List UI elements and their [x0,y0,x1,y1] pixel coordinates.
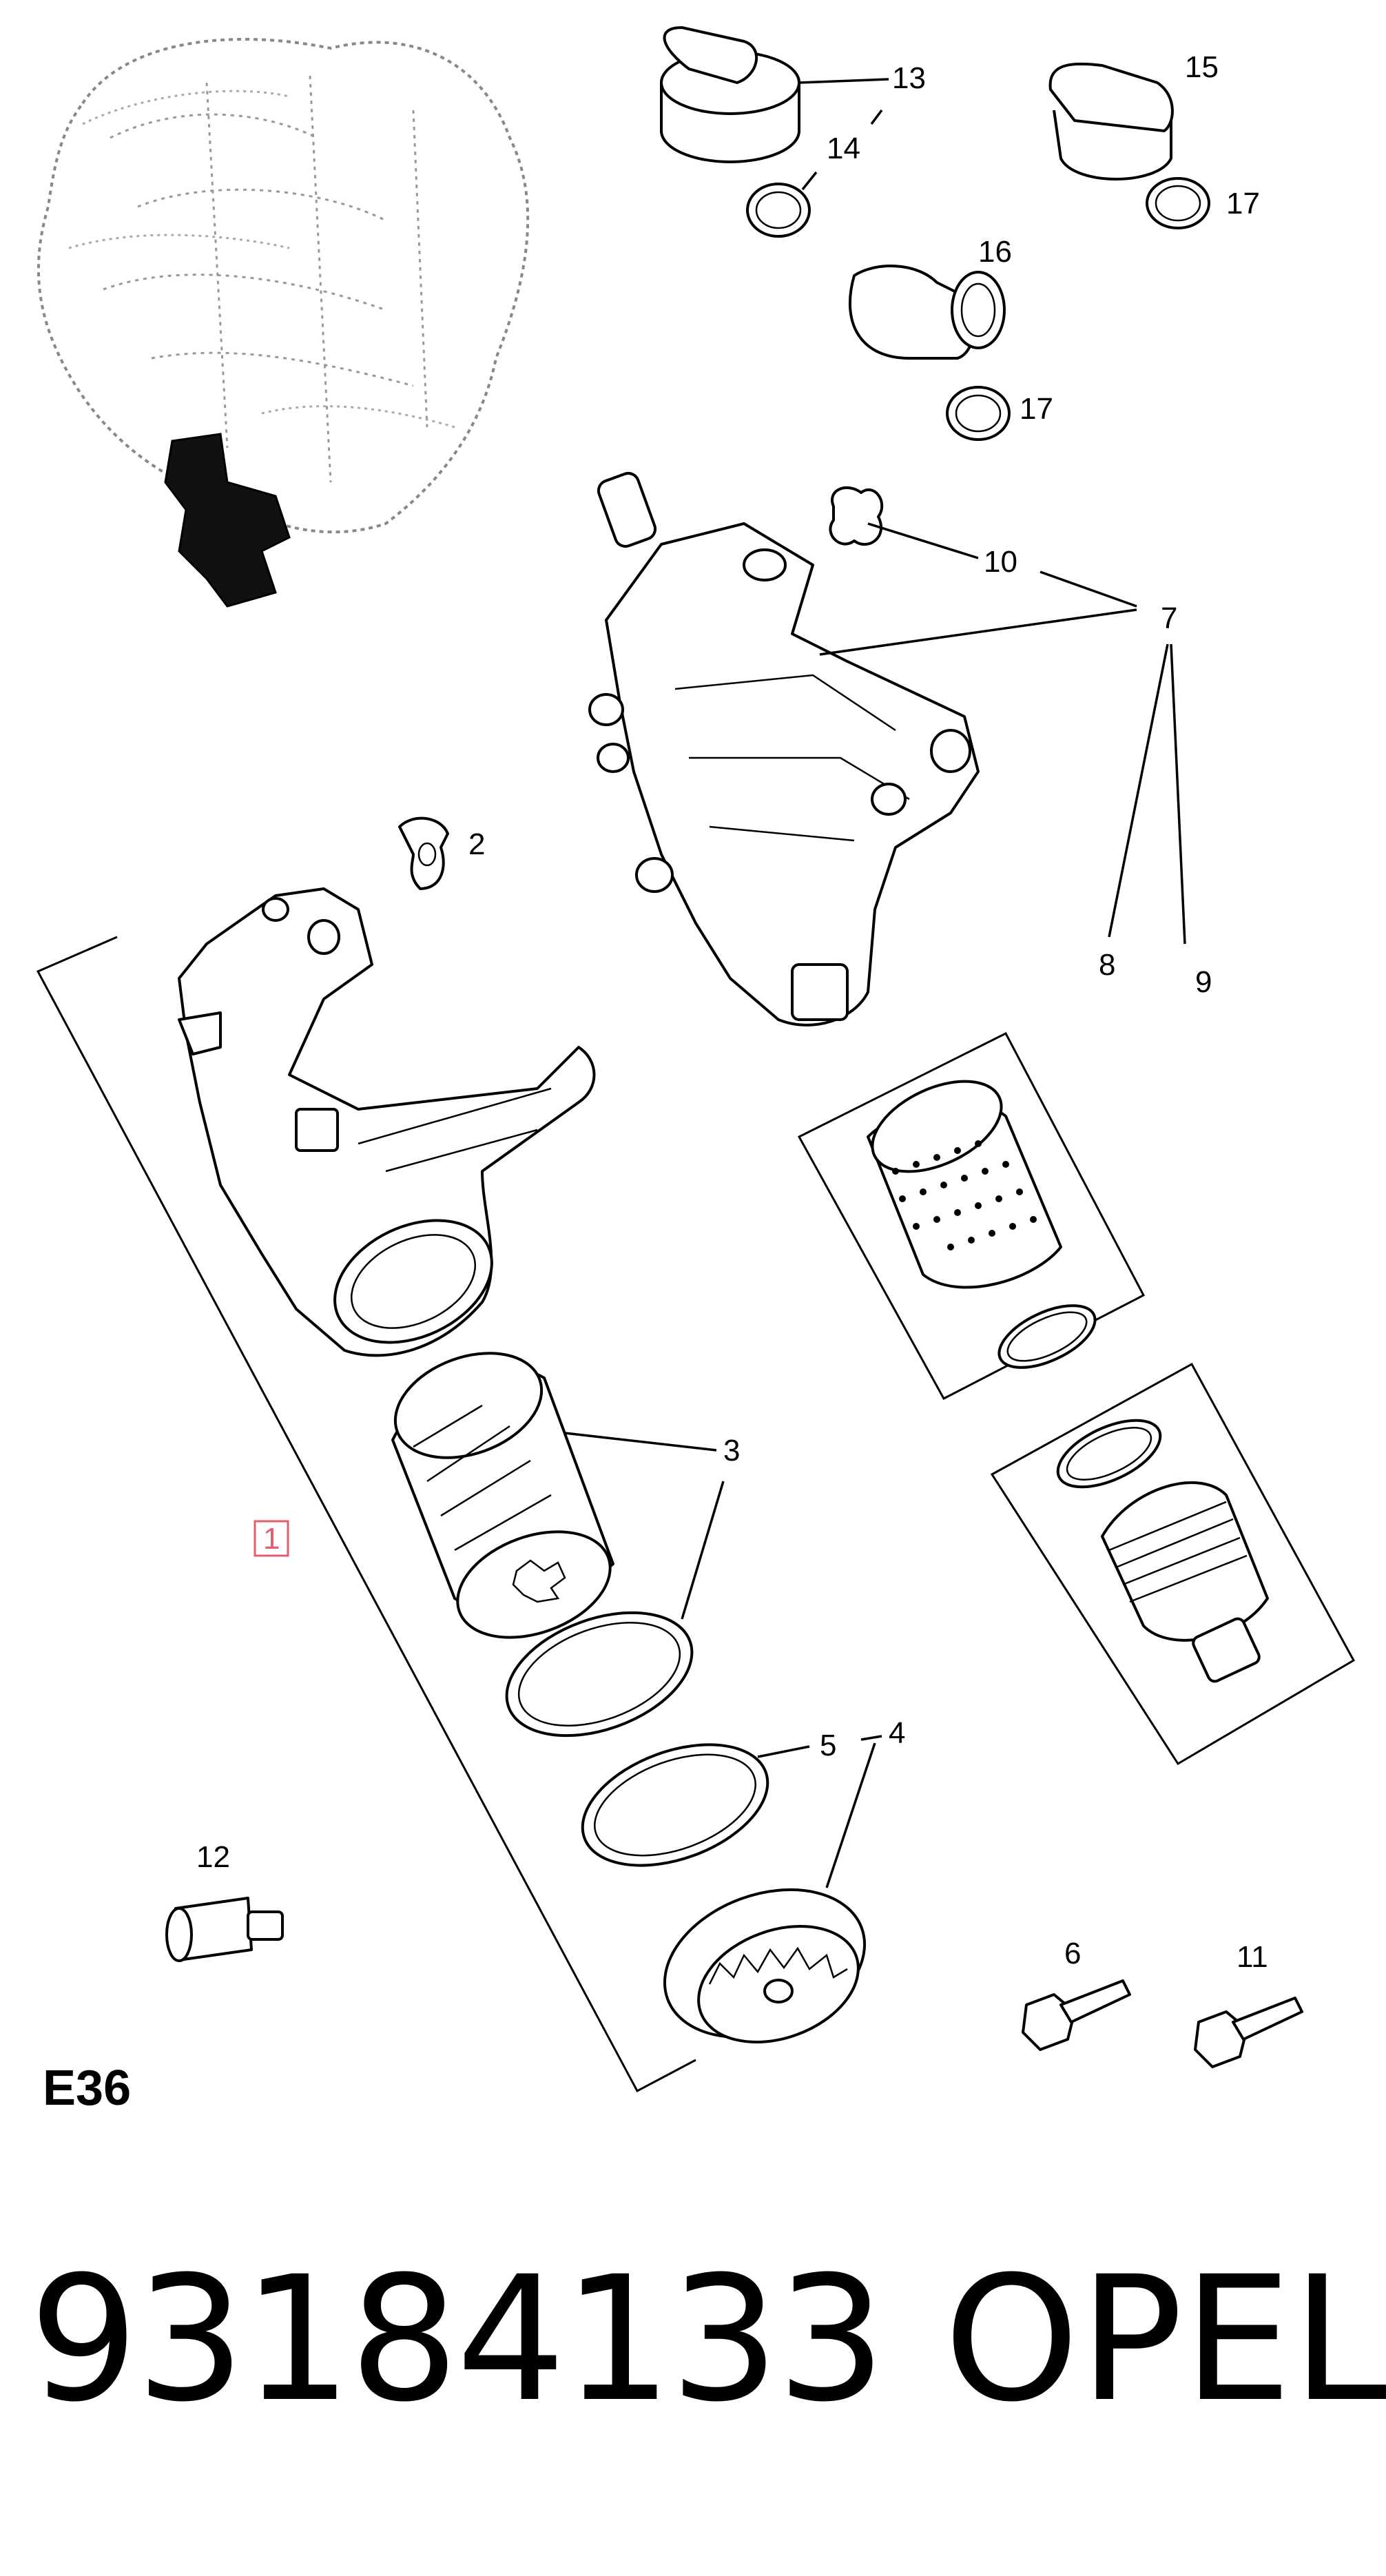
callout-17-upper: 17 [1226,187,1260,220]
engine-locator-image [37,37,530,608]
part-9-cap-kit-box [990,1362,1356,1766]
callout-12: 12 [196,1840,230,1874]
callout-9: 9 [1195,965,1212,999]
part-1-filter-housing [178,887,596,1357]
part-11-bolt [1194,1997,1303,2068]
part-13-filler-cap [660,26,800,163]
callout-7: 7 [1161,601,1177,635]
part-2-bracket [398,816,449,890]
section-code: E36 [43,2061,132,2116]
callout-14: 14 [827,132,860,165]
callout-13: 13 [892,61,926,95]
callout-5: 5 [820,1729,836,1762]
part-12-fitting [165,1897,284,1962]
brand-name: OPEL [944,2239,1386,2440]
part-number: 93184133 [29,2239,886,2440]
part-8-filter-kit-box [797,1032,1146,1401]
part-3-seal-ring [505,1611,694,1738]
callout-6: 6 [1064,1937,1081,1970]
callout-2: 2 [468,827,485,861]
highlighted-oil-filter-location [164,433,291,608]
part-4-cover-cap [663,1888,867,2044]
part-16-elbow-connector [848,265,1006,360]
callout-3: 3 [723,1434,740,1467]
part-10-gasket [829,486,884,546]
callout-1-box [254,1520,289,1557]
callout-4: 4 [889,1716,905,1750]
callout-16: 16 [978,235,1012,269]
callout-15: 15 [1185,50,1219,84]
parts-diagram: 13 14 15 17 16 17 10 7 2 8 9 3 1 5 4 12 … [36,26,1356,2093]
callout-11: 11 [1237,1940,1268,1974]
callout-1: 1 [263,1522,280,1556]
part-3-filter-cartridge [391,1352,614,1639]
assembly-1-bracket-frame [36,936,696,2093]
part-7-oil-filter-housing [588,471,980,1027]
callout-17-lower: 17 [1020,392,1053,426]
callout-8: 8 [1099,948,1115,982]
part-5-seal-ring [581,1743,769,1867]
part-6-bolt [1022,1979,1131,2051]
part-15-cap [1048,62,1174,181]
callout-10: 10 [984,545,1017,579]
